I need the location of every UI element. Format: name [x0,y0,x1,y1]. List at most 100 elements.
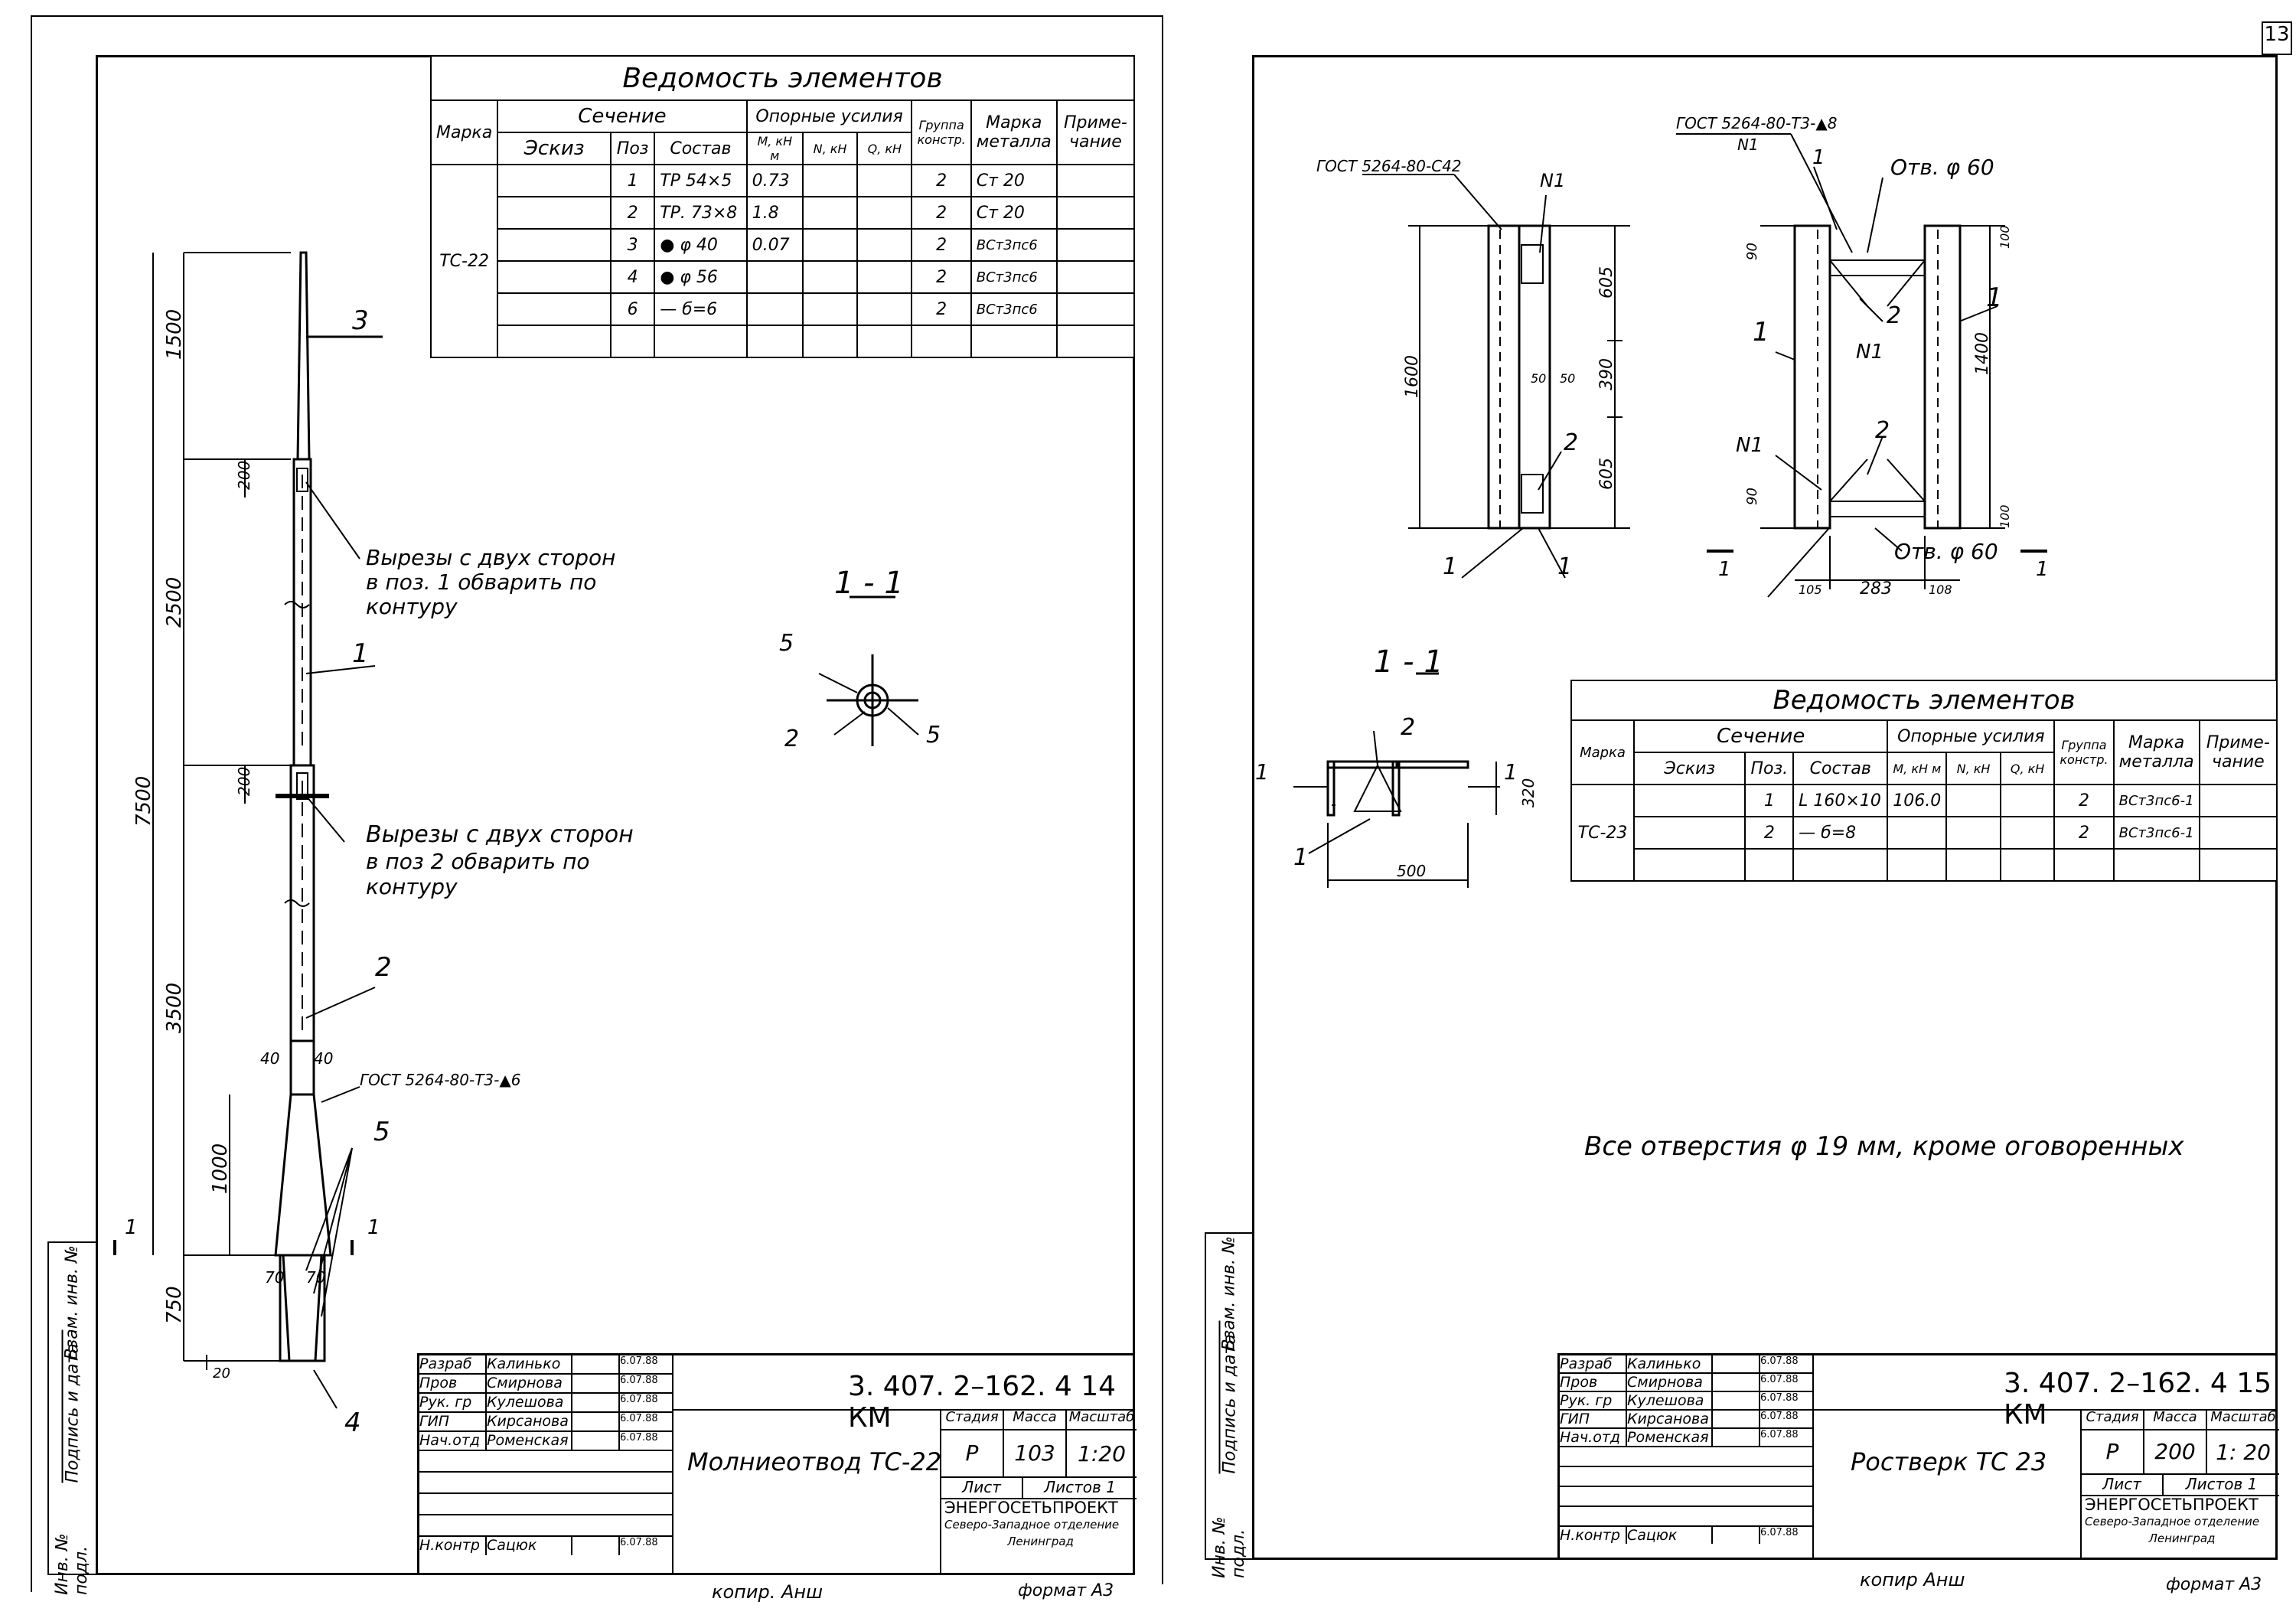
left-h-m: M, кН м [745,132,804,165]
left-section-label: 1 - 1 [834,566,904,601]
left-dim-1500: 1500 [163,309,186,360]
left-pos2: 2 [375,952,392,983]
left-org1: ЭНЕРГОСЕТЬПРОЕКТ [944,1499,1118,1517]
right-section-label: 1 - 1 [1374,644,1443,680]
left-dim-7500: 7500 [132,776,155,827]
right-d100a: 100 [1998,225,2012,249]
right-p1c: 1 [1986,282,2003,313]
left-note1-l3: контуру [366,594,458,619]
right-cut-a: 1 [1718,558,1731,581]
right-h-metall: Марка металла [2112,719,2200,785]
right-d100b: 100 [1998,504,2012,528]
table-row [431,325,1136,358]
left-cut-b: 1 [367,1216,380,1239]
left-dim-40a: 40 [260,1049,279,1068]
left-note2-l2: в поз 2 обварить по [366,849,590,874]
right-d390: 390 [1597,358,1616,390]
right-d105: 105 [1799,582,1822,597]
right-h-gruppa: Группа констр. [2053,719,2115,785]
right-gost-top: ГОСТ 5264-80-Т3-▲8 [1676,114,1837,132]
right-sheet-outer-edge [1162,15,1163,1584]
right-doc-code: 3. 407. 2–162. 4 15 КМ [2004,1368,2272,1430]
left-sec-pos2: 2 [784,726,799,752]
left-h-poz: Поз [610,132,656,165]
left-h-gruppa: Группа констр. [911,99,972,165]
left-pos5: 5 [373,1117,390,1147]
right-d605b: 605 [1597,458,1616,490]
right-doc-title: Ростверк ТС 23 [1851,1447,2047,1476]
right-org2: Северо-Западное отделение [2085,1515,2260,1528]
right-s1b: 1 [1504,759,1518,785]
right-p2b: 2 [1887,302,1901,329]
right-h-eskiz: Эскиз [1633,752,1746,785]
right-n1-left: N1 [1540,170,1565,191]
left-org3: Ленинград [1007,1535,1074,1548]
right-d1600: 1600 [1403,355,1422,398]
right-mark: ТС-23 [1570,784,1636,882]
left-mark: ТС-22 [429,164,499,358]
right-d90b: 90 [1744,488,1760,505]
right-d50a: 50 [1531,371,1546,386]
left-doc-title: Молниеотвод ТС-22 [687,1447,942,1476]
right-n1-top: N1 [1737,135,1759,154]
left-dim-200a: 200 [235,461,253,490]
left-h-usiliya: Опорные усилия [745,99,913,133]
left-note2-l1: Вырезы с двух сторон [366,821,634,848]
right-p1d: 1 [1443,553,1457,580]
right-h-m: M, кН м [1887,752,1948,785]
right-s1c: 1 [1293,844,1308,871]
left-note2-l3: контуру [366,874,458,899]
left-footer-format: формат А3 [1018,1581,1114,1600]
right-h-prim: Приме- чание [2198,719,2278,785]
right-h-marka: Марка [1570,719,1636,785]
table-row [1571,848,2278,882]
left-gost: ГОСТ 5264-80-Т3-▲6 [360,1071,520,1089]
left-pos3: 3 [352,305,369,336]
right-footer-format: формат А3 [2166,1575,2262,1594]
left-h-eskiz: Эскиз [497,132,612,165]
left-table-title: Ведомость элементов [430,55,1135,101]
right-h-n: N, кН [1945,752,2001,785]
right-corner-box: 13 [2262,21,2292,55]
right-h-usiliya: Опорные усилия [1887,719,2056,753]
left-dim-20: 20 [213,1365,230,1381]
left-sec-pos5b: 5 [926,722,941,749]
right-n1a: N1 [1856,341,1883,364]
right-otv-bot: Отв. φ 60 [1894,539,1998,564]
left-pos4: 4 [344,1408,361,1438]
left-lightning-rod-drawing: 1500 200 2500 200 7500 3500 1000 750 20 … [113,251,941,1438]
left-dim-40b: 40 [314,1049,333,1068]
left-note1-l2: в поз. 1 обварить по [366,569,596,595]
right-p1a: 1 [1812,146,1825,169]
right-cut-b: 1 [2036,558,2049,581]
left-dim-70b: 70 [306,1268,325,1287]
left-sec-pos5a: 5 [779,630,794,657]
right-side-strip: Инв. № подл. Подпись и дата Взам. инв. № [1205,1232,1252,1578]
left-doc-code: 3. 407. 2–162. 4 14 КМ [848,1371,1117,1434]
left-dim-3500: 3500 [163,983,186,1033]
right-d500: 500 [1397,862,1426,880]
left-h-sechenie: Сечение [497,99,748,133]
left-dim-70a: 70 [265,1268,284,1287]
left-h-sostav: Состав [654,132,748,165]
right-p2d: 2 [1401,714,1415,741]
right-elements-table: Ведомость элементов Марка Сечение Опорны… [1570,680,2278,882]
right-n1b: N1 [1736,434,1763,457]
